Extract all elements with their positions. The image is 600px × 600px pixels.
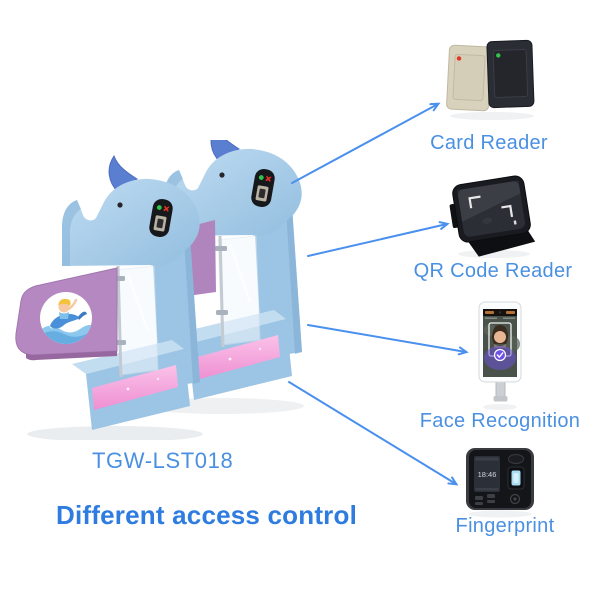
function-buttons [475, 494, 495, 505]
card-reader-image [440, 36, 540, 122]
qr-code-reader-image [446, 168, 538, 260]
turnstile-svg [15, 140, 304, 440]
scan-frame-bracket [468, 195, 481, 209]
green-led [496, 53, 501, 58]
fingerprint-sensor [507, 466, 525, 490]
face-recognition-label: Face Recognition [419, 410, 581, 432]
fill-light [506, 311, 515, 314]
doorbell-icon [509, 493, 521, 505]
card-reader-beige [446, 44, 492, 112]
model-number: TGW-LST018 [92, 448, 234, 473]
camera-lens [498, 311, 502, 314]
cartoon-window [40, 292, 92, 344]
arrow-to-face-recognition [307, 324, 469, 356]
fingerprint-screen: 18:46 [474, 456, 500, 492]
tagline: Different access control [56, 500, 358, 530]
qr-code-reader-label: QR Code Reader [413, 260, 573, 282]
proximity-sensor [507, 453, 525, 465]
fingerprint-image: 18:46 [460, 444, 540, 518]
card-reader-black [486, 39, 535, 109]
screen-clock: 18:46 [478, 470, 497, 479]
swing-flap [15, 267, 118, 361]
card-reader-label: Card Reader [430, 132, 548, 154]
scan-frame-bracket [501, 204, 514, 218]
verified-badge [493, 348, 507, 362]
face-recognition-image [470, 300, 530, 412]
fingerprint-label: Fingerprint [455, 515, 555, 537]
fill-light [485, 311, 494, 314]
turnstile-illustration [10, 140, 330, 440]
red-led [456, 56, 462, 61]
